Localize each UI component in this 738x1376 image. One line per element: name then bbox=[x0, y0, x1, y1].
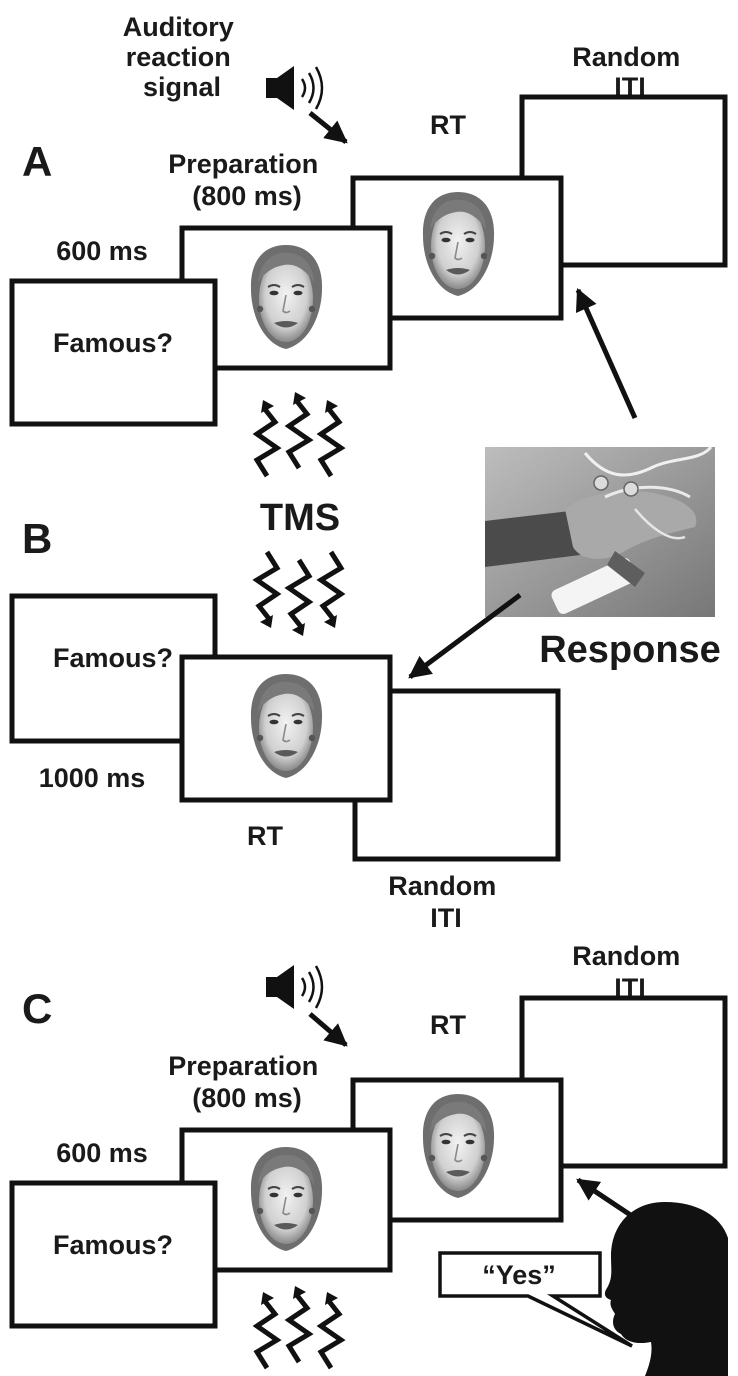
panel-a: A Auditory reaction signal Random ITI RT… bbox=[9, 12, 728, 476]
onset-label-b: 1000 ms bbox=[39, 763, 146, 793]
cue-arrow-c bbox=[308, 1012, 348, 1047]
onset-label-c: 600 ms bbox=[56, 1138, 148, 1168]
prompt-frame-a bbox=[9, 278, 218, 427]
prompt-frame-c bbox=[9, 1180, 218, 1329]
iti-label-b: Random ITI bbox=[388, 871, 504, 933]
lightning-bolt-icon bbox=[289, 392, 309, 468]
tms-label: TMS bbox=[260, 497, 340, 539]
panel-a-letter: A bbox=[22, 138, 52, 185]
panel-b: B Famous? 1000 ms RT Random ITI bbox=[9, 515, 561, 933]
lightning-bolt-icon bbox=[257, 1292, 277, 1368]
speech-bubble-text: “Yes” bbox=[482, 1260, 556, 1290]
lightning-bolt-icon bbox=[257, 400, 277, 476]
preparation-label-a: Preparation (800 ms) bbox=[168, 149, 326, 211]
speaker-icon bbox=[264, 64, 324, 112]
lightning-bolt-icon bbox=[321, 400, 341, 476]
lightning-bolt-icon bbox=[321, 1292, 341, 1368]
hand-response-photo bbox=[485, 447, 715, 617]
lightning-bolt-icon bbox=[289, 1286, 309, 1362]
onset-label-a: 600 ms bbox=[56, 236, 148, 266]
panel-c-letter: C bbox=[22, 985, 52, 1032]
middle-section: TMS Response bbox=[260, 287, 721, 680]
rt-label-b: RT bbox=[247, 821, 283, 851]
response-label: Response bbox=[539, 629, 721, 671]
iti-label-c: Random ITI bbox=[572, 941, 688, 1003]
lightning-bolt-icon bbox=[321, 552, 341, 628]
speech-bubble: “Yes” bbox=[438, 1251, 633, 1348]
rt-label-a: RT bbox=[430, 110, 466, 140]
tms-pulses-b bbox=[257, 552, 341, 636]
panel-b-letter: B bbox=[22, 515, 52, 562]
cue-arrow bbox=[308, 111, 348, 144]
auditory-signal-label: Auditory reaction signal bbox=[123, 12, 242, 102]
response-arrow-to-b bbox=[408, 592, 522, 680]
tms-pulses-a bbox=[257, 392, 341, 476]
tms-pulses-c bbox=[257, 1286, 341, 1368]
speaker-icon bbox=[264, 963, 324, 1011]
speaking-head-silhouette-icon bbox=[604, 1202, 728, 1376]
prompt-text-b: Famous? bbox=[53, 643, 173, 673]
response-arrow-c bbox=[576, 1177, 637, 1221]
panel-c: C Random ITI RT Preparation (800 ms) 600… bbox=[9, 941, 728, 1376]
lightning-bolt-icon bbox=[289, 560, 309, 636]
iti-label-a: Random ITI bbox=[572, 42, 688, 102]
rt-label-c: RT bbox=[430, 1010, 466, 1040]
preparation-label-c: Preparation (800 ms) bbox=[168, 1051, 326, 1113]
lightning-bolt-icon bbox=[257, 552, 277, 628]
prompt-text-a: Famous? bbox=[53, 328, 173, 358]
response-arrow-to-a bbox=[575, 287, 638, 420]
prompt-text-c: Famous? bbox=[53, 1230, 173, 1260]
